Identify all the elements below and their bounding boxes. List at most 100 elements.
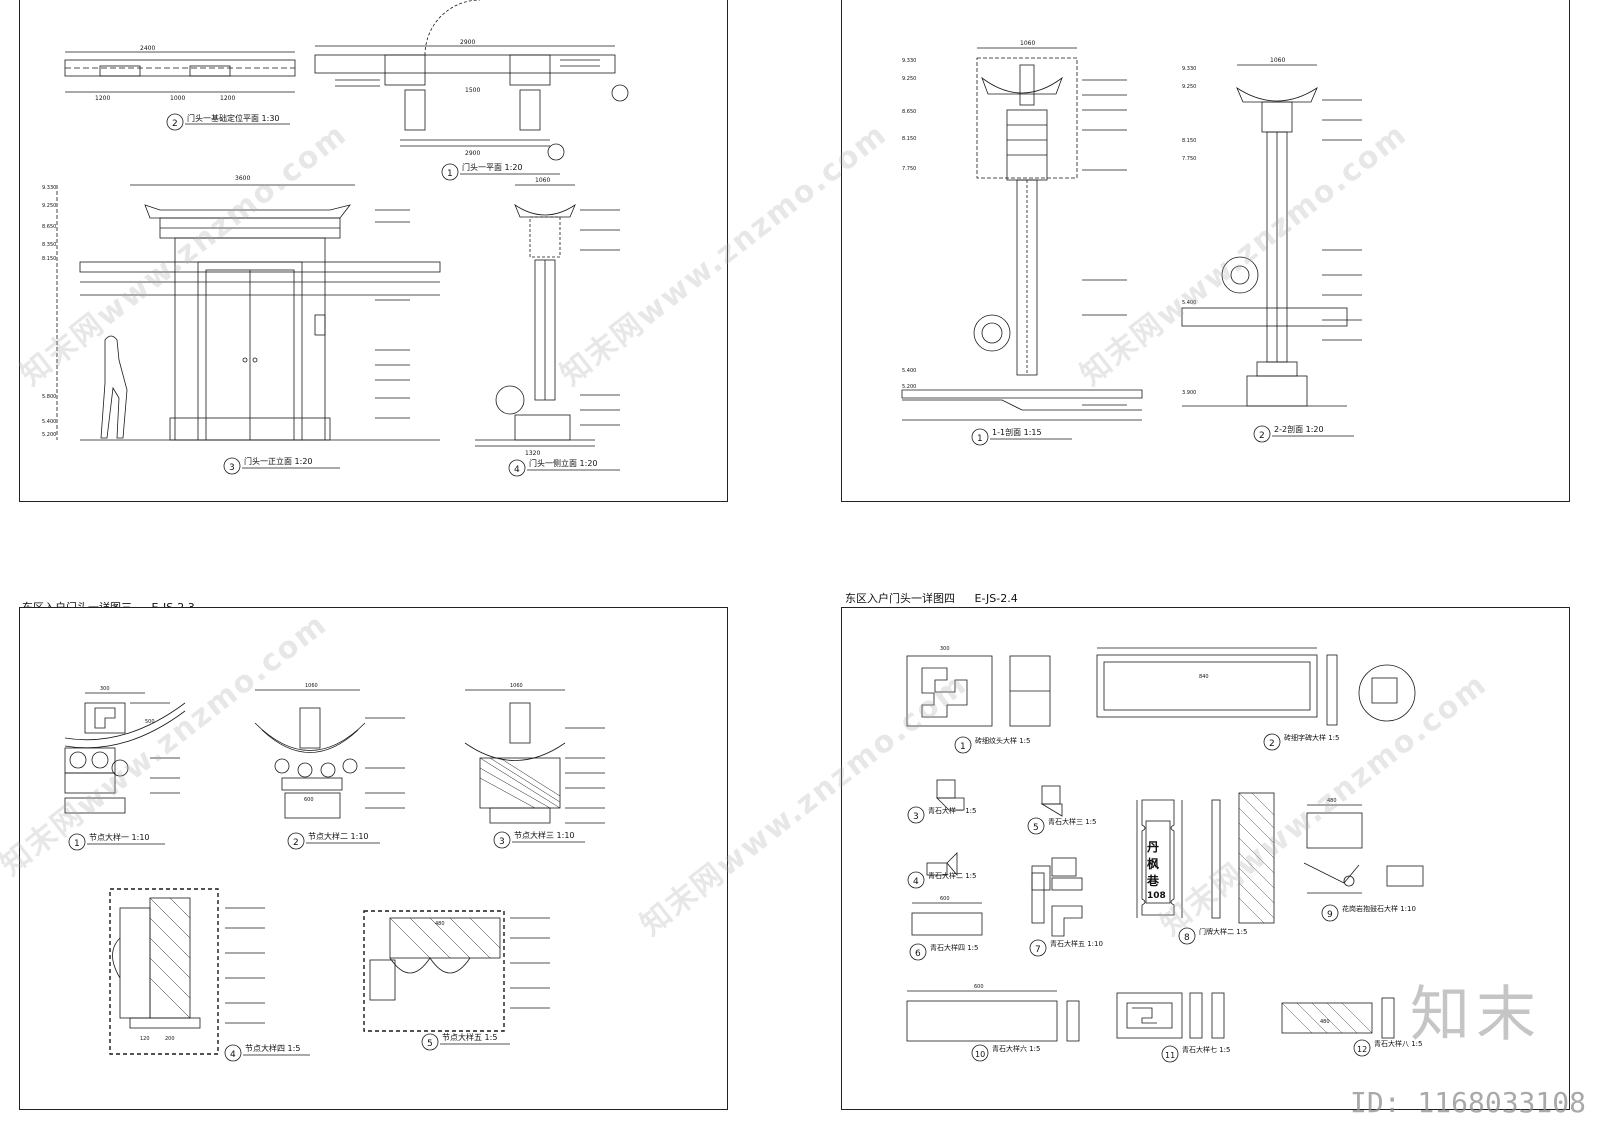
dim-label: 1200 — [220, 95, 235, 102]
sheet-4-code: E-JS-2.4 — [974, 592, 1018, 605]
drawing-caption: 2-2剖面 1:20 — [1274, 424, 1324, 434]
dim-label: 1060 — [1270, 57, 1285, 64]
drawing-caption: 青石大样六 1:5 — [992, 1044, 1041, 1053]
dim-label: 840 — [1199, 674, 1209, 680]
dim-label: 2900 — [465, 150, 480, 157]
front-elevation: 3600 9.330 9.250 8.650 8.350 8.150 5.800 — [42, 175, 441, 441]
drawing-caption: 节点大样一 1:10 — [89, 832, 150, 842]
bluestone-details: 600 — [911, 779, 1083, 937]
sheet-3: 300 500 1060 600 1060 — [19, 607, 728, 1110]
drawing-number: 6 — [915, 949, 921, 959]
level-label: 5.200 — [902, 384, 916, 390]
section-2-2: 1060 9.330 9.250 8.150 7.750 5.400 3.900 — [1181, 57, 1362, 407]
drawing-caption: 青石大样八 1:5 — [1374, 1039, 1423, 1048]
sheet-2: 1060 9.330 9.250 8.650 8.150 7.750 5.400… — [841, 0, 1570, 502]
level-label: 8.150 — [42, 256, 56, 262]
drawing-number: 2 — [1269, 739, 1275, 749]
drawing-caption: 节点大样二 1:10 — [308, 831, 369, 841]
plaque-house-number: 108 — [1147, 891, 1166, 901]
node-detail-4: 120 200 — [109, 888, 265, 1055]
dim-label: 500 — [145, 719, 155, 725]
sheet-4-drawing: 300 840 600 — [906, 646, 1424, 1063]
dim-label: 3600 — [235, 175, 250, 182]
drawing-number: 3 — [499, 837, 505, 847]
level-label: 9.250 — [42, 203, 56, 209]
level-label: 5.400 — [1182, 300, 1196, 306]
dim-label: 1060 — [1020, 40, 1035, 47]
dim-label: 480 — [1327, 798, 1337, 804]
drawing-number: 1 — [977, 434, 983, 444]
section-1-1: 1060 9.330 9.250 8.650 8.150 7.750 5.400… — [901, 40, 1143, 421]
foundation-plan: 2400 1200 1000 1200 — [64, 45, 296, 102]
drawing-caption: 青石大样三 1:5 — [1048, 817, 1097, 826]
sheet-1: 2400 1200 1000 1200 2900 1500 2900 — [19, 0, 728, 502]
level-label: 9.250 — [1182, 84, 1196, 90]
sheet-4-title-text: 东区入户门头一详图四 — [845, 592, 955, 605]
level-label: 8.150 — [902, 136, 916, 142]
drawing-caption: 砖细字碑大样 1:5 — [1284, 733, 1340, 742]
sheet-3-drawing: 300 500 1060 600 1060 — [64, 683, 605, 1062]
drawing-caption: 青石大样四 1:5 — [930, 943, 979, 952]
level-label: 5.200 — [42, 432, 56, 438]
level-label: 9.250 — [902, 76, 916, 82]
level-label: 5.800 — [42, 394, 56, 400]
drawing-number: 11 — [1165, 1051, 1175, 1060]
door-number-plaque: 丹 枫 巷 108 — [1136, 792, 1275, 924]
granite-drum-stone: 480 — [1303, 798, 1424, 894]
node-detail-5: 480 — [363, 910, 550, 1032]
drawing-number: 3 — [229, 463, 235, 473]
level-label: 7.750 — [902, 166, 916, 172]
sheet-4: 300 840 600 — [841, 607, 1570, 1110]
dim-label: 1200 — [95, 95, 110, 102]
node-detail-1: 300 500 — [64, 686, 186, 814]
dim-label: 300 — [100, 686, 110, 692]
dim-label: 2400 — [140, 45, 155, 52]
dim-label: 1060 — [510, 683, 523, 689]
level-label: 7.750 — [1182, 156, 1196, 162]
plaque-char-3: 巷 — [1146, 873, 1160, 888]
dim-label: 200 — [165, 1036, 175, 1042]
drawing-number: 4 — [514, 465, 520, 475]
dim-label: 1320 — [525, 450, 540, 457]
dim-label: 600 — [974, 984, 984, 990]
dim-label: 300 — [940, 646, 950, 652]
node-detail-3: 1060 — [464, 683, 605, 824]
drawing-number: 5 — [1033, 823, 1039, 833]
drawing-number: 3 — [913, 812, 919, 822]
drawing-number: 2 — [1259, 431, 1265, 441]
brand-logo: 知末 — [1410, 980, 1542, 1050]
drawing-number: 12 — [1357, 1045, 1367, 1054]
drawing-number: 10 — [975, 1050, 985, 1059]
level-label: 8.350 — [42, 242, 56, 248]
drawing-number: 5 — [427, 1039, 433, 1049]
dim-label: 1500 — [465, 87, 480, 94]
plaque-char-2: 枫 — [1147, 856, 1159, 871]
sheet-1-drawing: 2400 1200 1000 1200 2900 1500 2900 — [42, 0, 629, 477]
side-elevation: 1060 1320 — [475, 177, 620, 457]
drawing-number: 1 — [447, 169, 453, 179]
node-detail-2: 1060 600 — [254, 683, 405, 819]
drawing-caption: 门头一侧立面 1:20 — [529, 458, 598, 468]
drawing-caption: 青石大样七 1:5 — [1182, 1045, 1231, 1054]
drawing-caption: 门头一基础定位平面 1:30 — [187, 113, 280, 123]
brick-pattern-detail: 300 — [906, 646, 1051, 727]
level-label: 5.400 — [42, 419, 56, 425]
gate-plan: 2900 1500 2900 — [314, 0, 629, 161]
dim-label: 600 — [304, 797, 314, 803]
brick-inscription-panel: 840 — [1096, 647, 1416, 726]
level-label: 9.330 — [42, 185, 56, 191]
drawing-number: 1 — [74, 839, 80, 849]
long-bluestone-details: 600 480 — [906, 984, 1395, 1042]
drawing-caption: 门头一平面 1:20 — [462, 162, 523, 172]
level-label: 8.650 — [42, 224, 56, 230]
drawing-caption: 1-1剖面 1:15 — [992, 427, 1042, 437]
drawing-number: 8 — [1184, 933, 1190, 943]
drawing-caption: 青石大样一 1:5 — [928, 806, 977, 815]
drawing-number: 7 — [1035, 945, 1041, 955]
dim-label: 480 — [1320, 1019, 1330, 1025]
drawing-number: 9 — [1327, 910, 1333, 920]
drawing-number: 1 — [960, 742, 966, 752]
drawing-caption: 节点大样四 1:5 — [245, 1043, 300, 1053]
drawing-caption: 门牌大样二 1:5 — [1199, 927, 1248, 936]
asset-id: ID: 1168033108 — [1349, 1086, 1586, 1119]
